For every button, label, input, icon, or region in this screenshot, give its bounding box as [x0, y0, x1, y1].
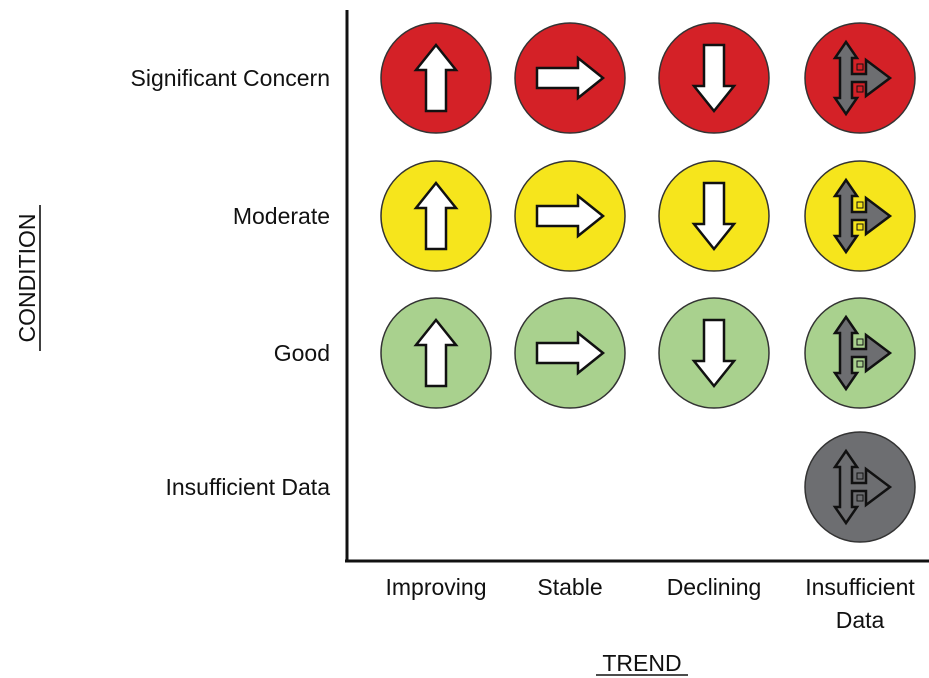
arrow-right-icon [535, 330, 606, 376]
y-axis-title: CONDITION [14, 213, 40, 342]
row-label-good: Good [274, 340, 330, 366]
legend-cell-good-stable [514, 297, 626, 409]
column-label-insufficient-line-2: Data [836, 607, 885, 633]
x-axis-title: TREND [602, 650, 681, 676]
legend-cells [380, 22, 916, 543]
legend-cell-significant-stable [514, 22, 626, 134]
legend-cell-good-improving [380, 297, 492, 409]
unknown-trend-notch-1 [856, 201, 864, 209]
row-label-insufficient: Insufficient Data [165, 474, 330, 500]
unknown-trend-notch-2 [856, 494, 864, 502]
arrow-up-icon [413, 317, 459, 388]
arrow-down-icon [691, 318, 737, 389]
arrow-down-icon [691, 181, 737, 252]
column-label-declining: Declining [667, 574, 762, 600]
unknown-trend-notch-2 [856, 85, 864, 93]
column-label-improving: Improving [386, 574, 487, 600]
legend-cell-moderate-declining [658, 160, 770, 272]
legend-cell-insufficient-insufficient [804, 431, 916, 543]
y-axis-title-group: CONDITION [14, 205, 41, 351]
arrow-right-icon [535, 193, 606, 239]
arrow-up-icon [413, 42, 459, 113]
row-label-moderate: Moderate [233, 203, 330, 229]
row-labels: Significant ConcernModerateGoodInsuffici… [131, 65, 331, 500]
row-label-significant: Significant Concern [131, 65, 330, 91]
unknown-trend-notch-2 [856, 223, 864, 231]
unknown-trend-notch-1 [856, 472, 864, 480]
legend-cell-moderate-improving [380, 160, 492, 272]
arrow-right-icon [535, 55, 606, 101]
legend-cell-significant-declining [658, 22, 770, 134]
arrow-down-icon [691, 43, 737, 114]
column-label-stable: Stable [537, 574, 602, 600]
unknown-trend-icon [832, 314, 893, 392]
arrow-up-icon [413, 180, 459, 251]
column-label-insufficient-line-1: Insufficient [805, 574, 915, 600]
unknown-trend-icon [832, 448, 893, 526]
unknown-trend-notch-1 [856, 63, 864, 71]
unknown-trend-notch-1 [856, 338, 864, 346]
legend-cell-significant-insufficient [804, 22, 916, 134]
legend-cell-moderate-insufficient [804, 160, 916, 272]
unknown-trend-notch-2 [856, 360, 864, 368]
legend-cell-good-insufficient [804, 297, 916, 409]
legend-cell-significant-improving [380, 22, 492, 134]
unknown-trend-icon [832, 39, 893, 117]
unknown-trend-icon [832, 177, 893, 255]
legend-cell-good-declining [658, 297, 770, 409]
legend-cell-moderate-stable [514, 160, 626, 272]
